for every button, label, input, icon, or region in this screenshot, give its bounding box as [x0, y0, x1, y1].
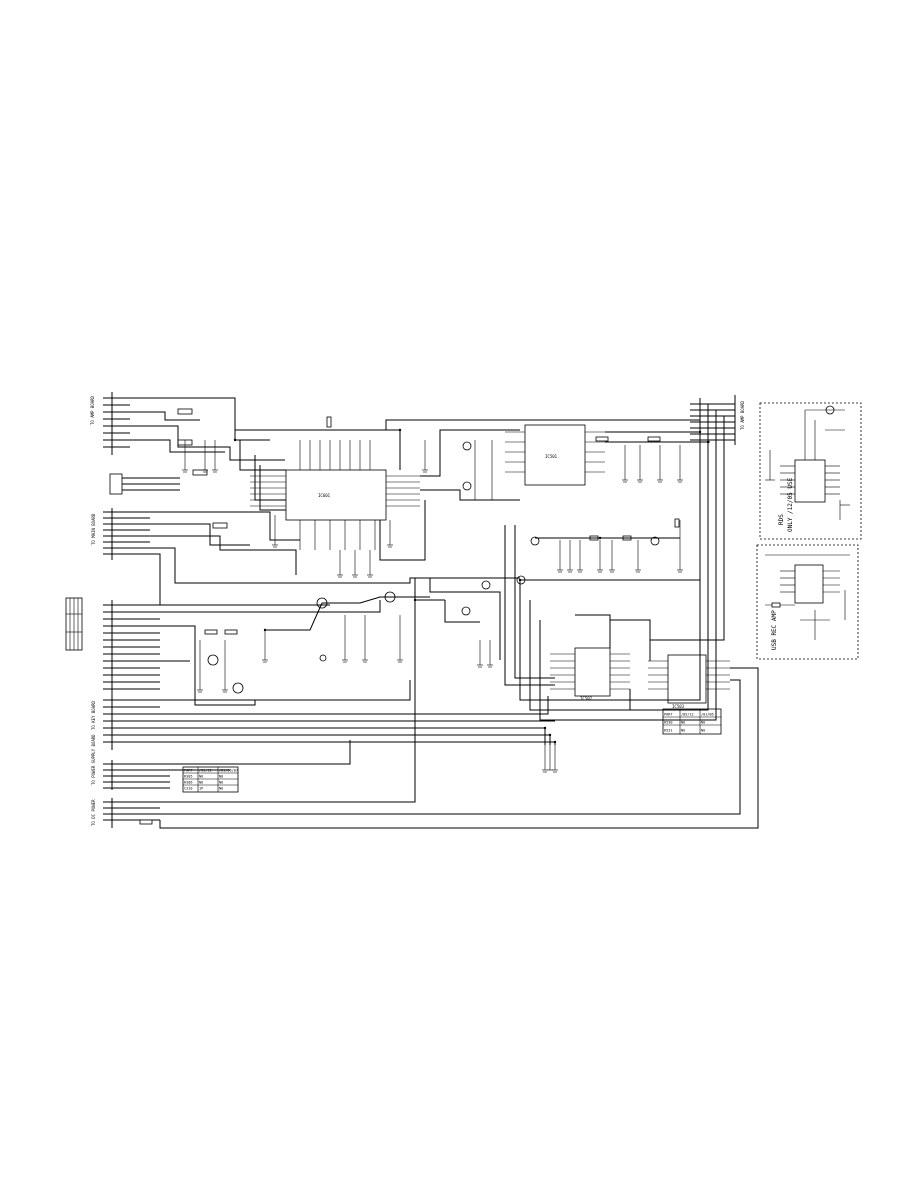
- ic-label-u4: IC503: [672, 704, 685, 709]
- left_table-cell: NO: [219, 775, 223, 779]
- left_table-cell: 1P: [199, 787, 203, 791]
- right_table-cell: PART: [664, 713, 673, 717]
- ic-label-u3: IC502: [580, 696, 593, 701]
- left_table-cell: NO: [219, 781, 223, 785]
- ic-lower-right: IC503: [648, 654, 730, 709]
- left_table-cell: C310: [184, 787, 192, 791]
- ic-main-tuner: IC601: [250, 440, 420, 550]
- left_table-cell: /05/12: [199, 769, 212, 773]
- right_table-cell: R530: [664, 721, 672, 725]
- right_table-cell: NO: [701, 721, 705, 725]
- rds-sublabel: ONLY /12/05 USE: [787, 477, 794, 532]
- left_table-cell: /01/06/07: [219, 769, 238, 773]
- connector-label-dc: TO DC POWER: [91, 799, 96, 826]
- connector-label-amp-right: TO AMP BOARD: [740, 401, 745, 430]
- connector-jack-block: [109, 473, 180, 495]
- left_table-cell: R306: [184, 781, 192, 785]
- left_table-cell: NO: [199, 781, 203, 785]
- resistors: [139, 408, 680, 825]
- junction-dots: [233, 428, 710, 744]
- right_table-cell: NO: [701, 729, 705, 733]
- ground-symbols: [182, 469, 683, 773]
- left_table-cell: PART: [184, 769, 193, 773]
- right_table-cell: /05/12: [681, 713, 694, 717]
- connector-key-board: TO KEY BOARD: [91, 600, 160, 750]
- connector-label-main: TO MAIN BOARD: [91, 513, 96, 545]
- right_table-cell: /01/06: [701, 713, 714, 717]
- parts-table-left: [182, 766, 239, 793]
- right_table-cell: R531: [664, 729, 672, 733]
- left_table-cell: NO: [219, 787, 223, 791]
- transistors: [207, 441, 660, 694]
- left_table-cell: NO: [199, 775, 203, 779]
- usb-label: USB REC AMP: [771, 610, 778, 650]
- right_table-cell: NO: [681, 729, 685, 733]
- connector-power-supply: TO POWER SUPPLY BOARD: [91, 734, 170, 790]
- side-table: [65, 597, 83, 651]
- connector-label-psu: TO POWER SUPPLY BOARD: [91, 734, 96, 785]
- rds-label: RDS: [778, 514, 785, 525]
- connector-amp-board-left: TO AMP BOARD: [90, 392, 130, 455]
- connector-main-board: TO MAIN BOARD: [91, 508, 150, 560]
- connector-label-amp-left: TO AMP BOARD: [90, 396, 95, 425]
- ic-label-u1: IC601: [318, 493, 331, 498]
- right_table-cell: NO: [681, 721, 685, 725]
- connector-amp-board-right: TO AMP BOARD: [734, 395, 745, 445]
- usb-inset: USB REC AMP: [756, 544, 859, 660]
- ic-label-u2: IC501: [545, 454, 558, 459]
- left_table-cell: R305: [184, 775, 192, 779]
- connector-label-key: TO KEY BOARD: [91, 701, 96, 730]
- ic-upper-right: IC501: [505, 424, 605, 486]
- ic-lower-center: IC502: [550, 647, 630, 701]
- wiring: [130, 397, 759, 829]
- rds-inset: RDS ONLY /12/05 USE: [759, 402, 862, 540]
- parts-table-right: [662, 708, 722, 735]
